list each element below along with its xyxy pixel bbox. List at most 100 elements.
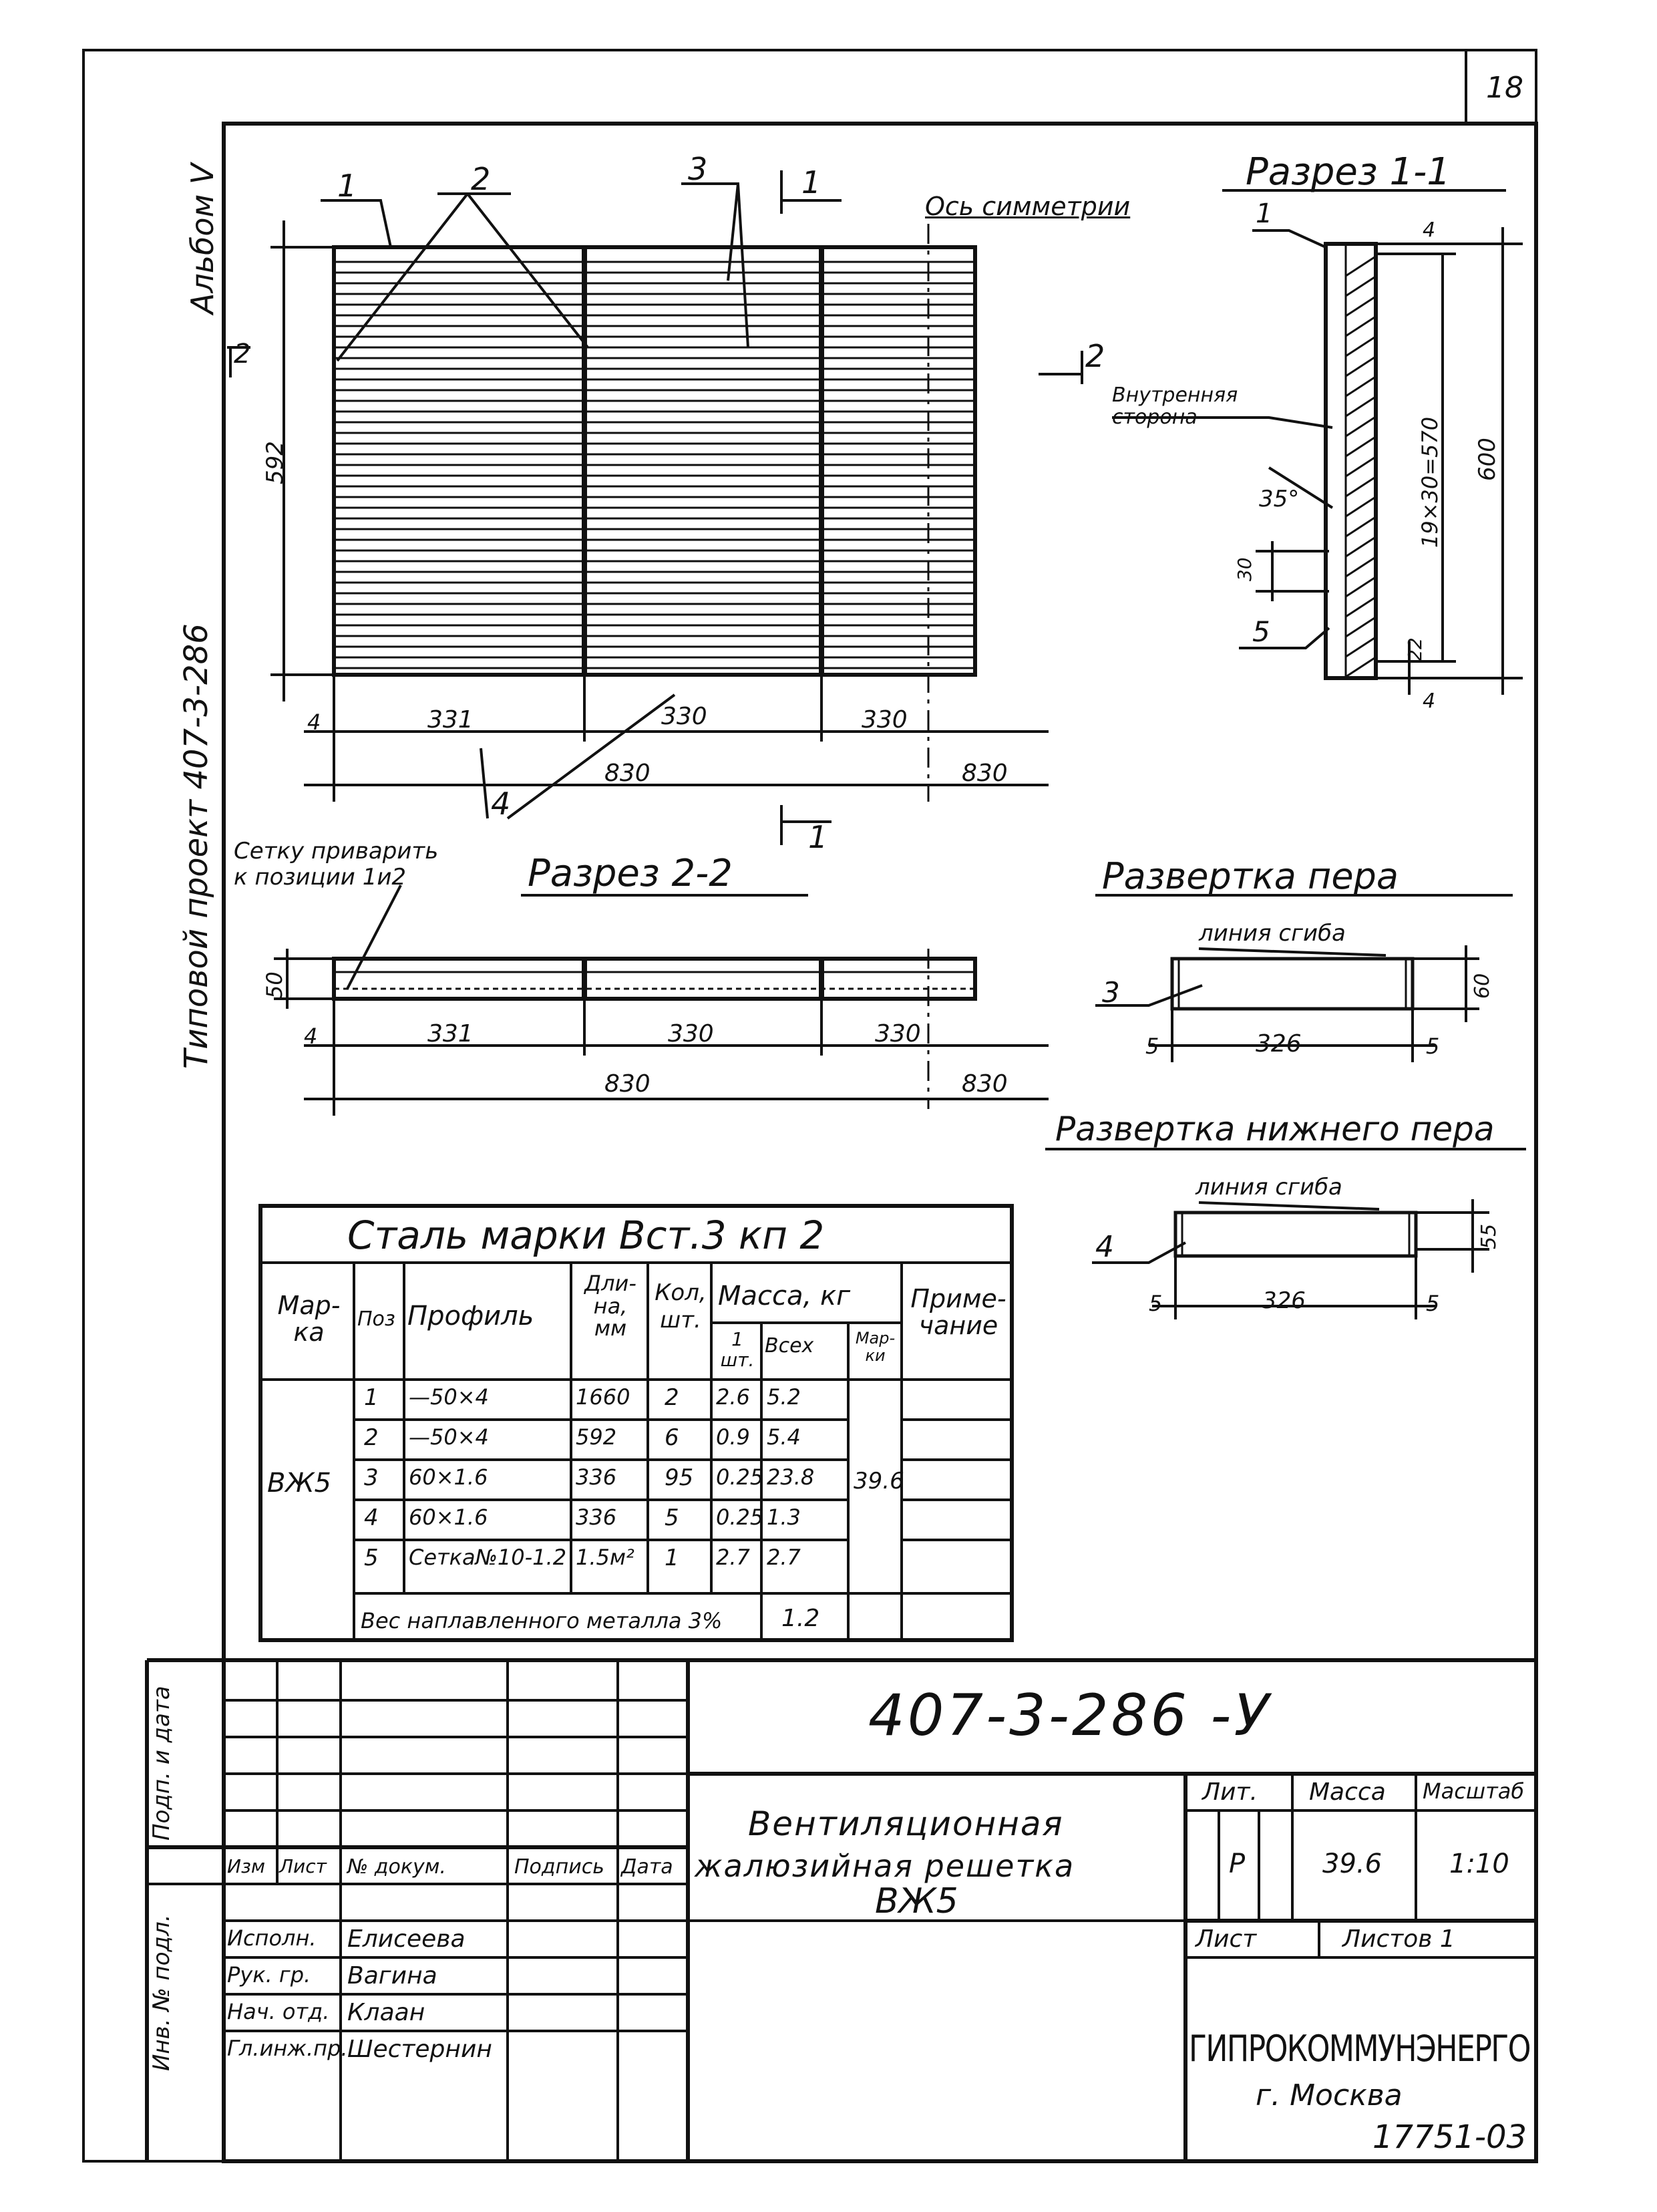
scale-label: Масштаб xyxy=(1423,1778,1525,1804)
col-sign: Подпись xyxy=(514,1855,604,1879)
dim-4-top-1-1: 4 xyxy=(1423,218,1436,242)
pos-1-label: 1 xyxy=(337,168,357,204)
unfold-lower-blade-view xyxy=(1045,1148,1526,1319)
dim-50: 50 xyxy=(262,971,287,999)
dim-5-lower-right: 5 xyxy=(1426,1291,1440,1316)
pos-2-label: 2 xyxy=(471,161,491,197)
spec-cell-one: 0.25 xyxy=(716,1464,764,1490)
sheet-number-box xyxy=(1465,49,1537,125)
dim-55: 55 xyxy=(1477,1223,1501,1249)
signer-role: Рук. гр. xyxy=(227,1962,311,1988)
blade-hatch xyxy=(1345,436,1375,458)
dim-330-main-a: 330 xyxy=(661,703,707,730)
dim-830-main-half: 830 xyxy=(962,760,1008,787)
mass-label: Масса xyxy=(1309,1778,1386,1806)
spec-cell-profile: 60×1.6 xyxy=(409,1464,488,1490)
spec-cell-length: 336 xyxy=(576,1505,617,1530)
angle-35: 35° xyxy=(1259,486,1300,512)
th-mass: Масса, кг xyxy=(718,1281,851,1311)
blade-hatch xyxy=(1345,597,1375,618)
blade-hatch xyxy=(1345,577,1375,598)
blade-hatch xyxy=(1345,536,1375,558)
spec-cell-one: 0.9 xyxy=(716,1424,750,1450)
blade-hatch xyxy=(1345,316,1375,337)
unfold-blade-title: Развертка пера xyxy=(1102,855,1399,897)
dim-330-main-b: 330 xyxy=(862,706,908,734)
dim-4-main: 4 xyxy=(307,709,321,735)
spec-cell-qty: 1 xyxy=(665,1545,679,1571)
section-2-2-title: Разрез 2-2 xyxy=(528,852,733,895)
sheet-label: Лист xyxy=(1195,1925,1257,1953)
blade-hatch xyxy=(1345,396,1375,418)
spec-cell-length: 1.5м² xyxy=(576,1545,634,1570)
dim-30: 30 xyxy=(1234,557,1256,581)
dim-330-2-2-b: 330 xyxy=(875,1020,921,1048)
grille-front-view xyxy=(227,170,1083,845)
section-mark-1-top: 1 xyxy=(801,164,821,200)
spec-table-grid xyxy=(258,1204,1014,1642)
dim-592: 592 xyxy=(262,441,289,484)
spec-cell-profile: 60×1.6 xyxy=(409,1505,488,1530)
blade-hatch xyxy=(1345,557,1375,578)
spec-cell-pos: 4 xyxy=(364,1505,379,1531)
signer-role: Исполн. xyxy=(227,1925,317,1951)
th-profile: Профиль xyxy=(407,1301,534,1331)
dim-331-2-2: 331 xyxy=(427,1020,474,1048)
spec-cell-profile: Сетка№10-1.2 xyxy=(409,1545,567,1570)
inner-frame xyxy=(222,122,1538,2163)
section-mark-1-bottom: 1 xyxy=(808,819,828,855)
signer-name: Елисеева xyxy=(347,1925,466,1953)
spec-cell-one: 2.6 xyxy=(716,1384,750,1410)
th-length: Дли-на, мм xyxy=(584,1271,636,1341)
spec-cell-pos: 5 xyxy=(364,1545,379,1571)
pos-3-label: 3 xyxy=(688,151,708,187)
weld-metal-value: 1.2 xyxy=(781,1605,820,1632)
unfold-lower-blade-bend: линия сгиба xyxy=(1195,1174,1342,1201)
spec-cell-one: 0.25 xyxy=(716,1505,764,1530)
dim-326-blade: 326 xyxy=(1256,1030,1302,1058)
spec-cell-one: 2.7 xyxy=(716,1545,750,1570)
title-block-grid xyxy=(145,1658,1536,2161)
unfold-blade-view xyxy=(1095,894,1513,1062)
th-pos: Поз xyxy=(357,1307,395,1331)
pos-4-label: 4 xyxy=(491,786,511,822)
spec-cell-pos: 1 xyxy=(364,1384,379,1411)
blade-hatch xyxy=(1345,356,1375,377)
th-mass-all: Всех xyxy=(765,1334,814,1358)
col-date: Дата xyxy=(621,1855,673,1879)
unfold-blade-pos: 3 xyxy=(1102,976,1120,1009)
dim-5-lower-left: 5 xyxy=(1149,1291,1163,1316)
scale-value: 1:10 xyxy=(1449,1849,1509,1879)
dim-330-2-2-a: 330 xyxy=(668,1020,714,1048)
dim-600: 600 xyxy=(1474,438,1501,481)
dim-830-2-2: 830 xyxy=(604,1070,651,1098)
lit-value: Р xyxy=(1229,1849,1246,1879)
section-1-1-view xyxy=(1112,189,1523,695)
section-2-2-view xyxy=(274,885,1049,1116)
weld-metal-label: Вес наплавленного металла 3% xyxy=(361,1608,723,1633)
spec-cell-all: 1.3 xyxy=(767,1505,801,1530)
spec-cell-profile: —50×4 xyxy=(409,1384,489,1410)
spec-cell-all: 23.8 xyxy=(767,1464,815,1490)
col-doc: № докум. xyxy=(347,1855,446,1879)
dim-4-bottom-1-1: 4 xyxy=(1423,689,1436,713)
spec-cell-qty: 2 xyxy=(665,1384,679,1411)
signer-name: Клаан xyxy=(347,1999,425,2026)
org-name: ГИПРОКОММУНЭНЕРГО xyxy=(1189,2028,1531,2070)
dim-60: 60 xyxy=(1471,973,1494,999)
unfold-blade-bend: линия сгиба xyxy=(1199,920,1346,947)
spec-cell-qty: 5 xyxy=(665,1505,679,1531)
doc-name-line1: Вентиляционная xyxy=(748,1804,1064,1843)
section-mark-2-left: 2 xyxy=(234,339,251,369)
dim-19x30: 19×30=570 xyxy=(1417,416,1443,548)
spec-cell-qty: 95 xyxy=(665,1464,694,1491)
col-izm: Изм xyxy=(227,1855,265,1877)
spec-cell-pos: 2 xyxy=(364,1424,379,1451)
signer-name: Шестернин xyxy=(347,2036,492,2063)
axis-symmetry-label: Ось симметрии xyxy=(925,192,1131,221)
th-mark: Мар-ка xyxy=(277,1291,341,1347)
dim-4-2-2: 4 xyxy=(304,1023,318,1049)
blade-hatch xyxy=(1345,657,1375,678)
doc-name-line3: ВЖ5 xyxy=(875,1881,958,1921)
